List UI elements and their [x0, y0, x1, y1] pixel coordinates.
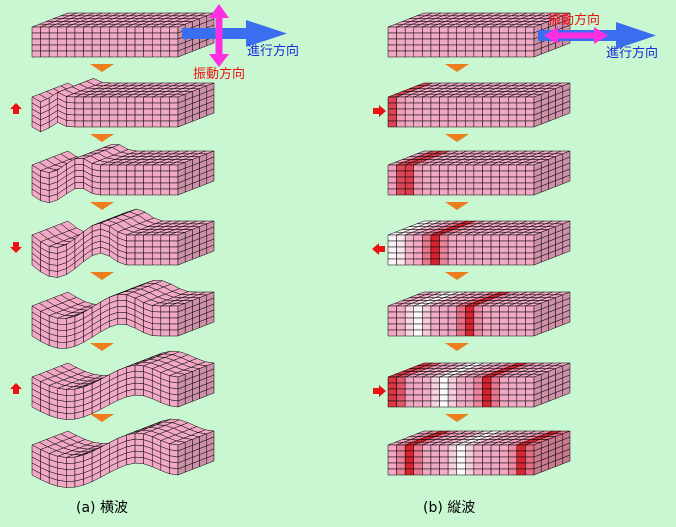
step-down-arrow-icon	[90, 202, 114, 210]
step-down-arrow-icon	[445, 272, 469, 280]
longitudinal-wave-block	[388, 431, 570, 475]
step-down-arrow-icon	[445, 414, 469, 422]
transverse-caption: (a) 横波	[76, 500, 128, 516]
push-left-arrow-icon	[372, 243, 385, 255]
step-down-arrow-icon	[445, 134, 469, 142]
step-down-arrow-icon	[445, 64, 469, 72]
step-down-arrow-icon	[445, 343, 469, 351]
longitudinal-wave-block	[388, 83, 570, 127]
longitudinal-wave-panel	[372, 13, 570, 475]
vibration-label: 振動方向	[193, 66, 245, 82]
step-down-arrow-icon	[90, 64, 114, 72]
longitudinal-wave-block	[388, 363, 570, 407]
step-down-arrow-icon	[90, 414, 114, 422]
transverse-wave-block	[32, 280, 214, 348]
longitudinal-wave-block	[388, 292, 570, 336]
longitudinal-direction-legend: 振動方向 進行方向	[538, 12, 658, 61]
push-down-arrow-icon	[10, 242, 22, 253]
propagation-label: 進行方向	[606, 45, 658, 61]
longitudinal-wave-block	[388, 151, 570, 195]
transverse-wave-block	[32, 419, 214, 487]
transverse-wave-block	[32, 209, 214, 277]
longitudinal-caption: (b) 縦波	[423, 500, 475, 516]
push-right-arrow-icon	[373, 385, 386, 397]
step-down-arrow-icon	[90, 343, 114, 351]
propagation-label: 進行方向	[247, 43, 299, 59]
longitudinal-wave-block	[388, 221, 570, 265]
transverse-wave-block	[32, 145, 214, 203]
vibration-label: 振動方向	[548, 12, 600, 28]
transverse-wave-block	[32, 78, 214, 132]
transverse-wave-block	[32, 351, 214, 419]
transverse-wave-panel	[10, 13, 214, 488]
push-up-arrow-icon	[10, 383, 22, 394]
step-down-arrow-icon	[90, 272, 114, 280]
step-down-arrow-icon	[445, 202, 469, 210]
step-down-arrow-icon	[90, 134, 114, 142]
push-up-arrow-icon	[10, 103, 22, 114]
push-right-arrow-icon	[373, 105, 386, 117]
